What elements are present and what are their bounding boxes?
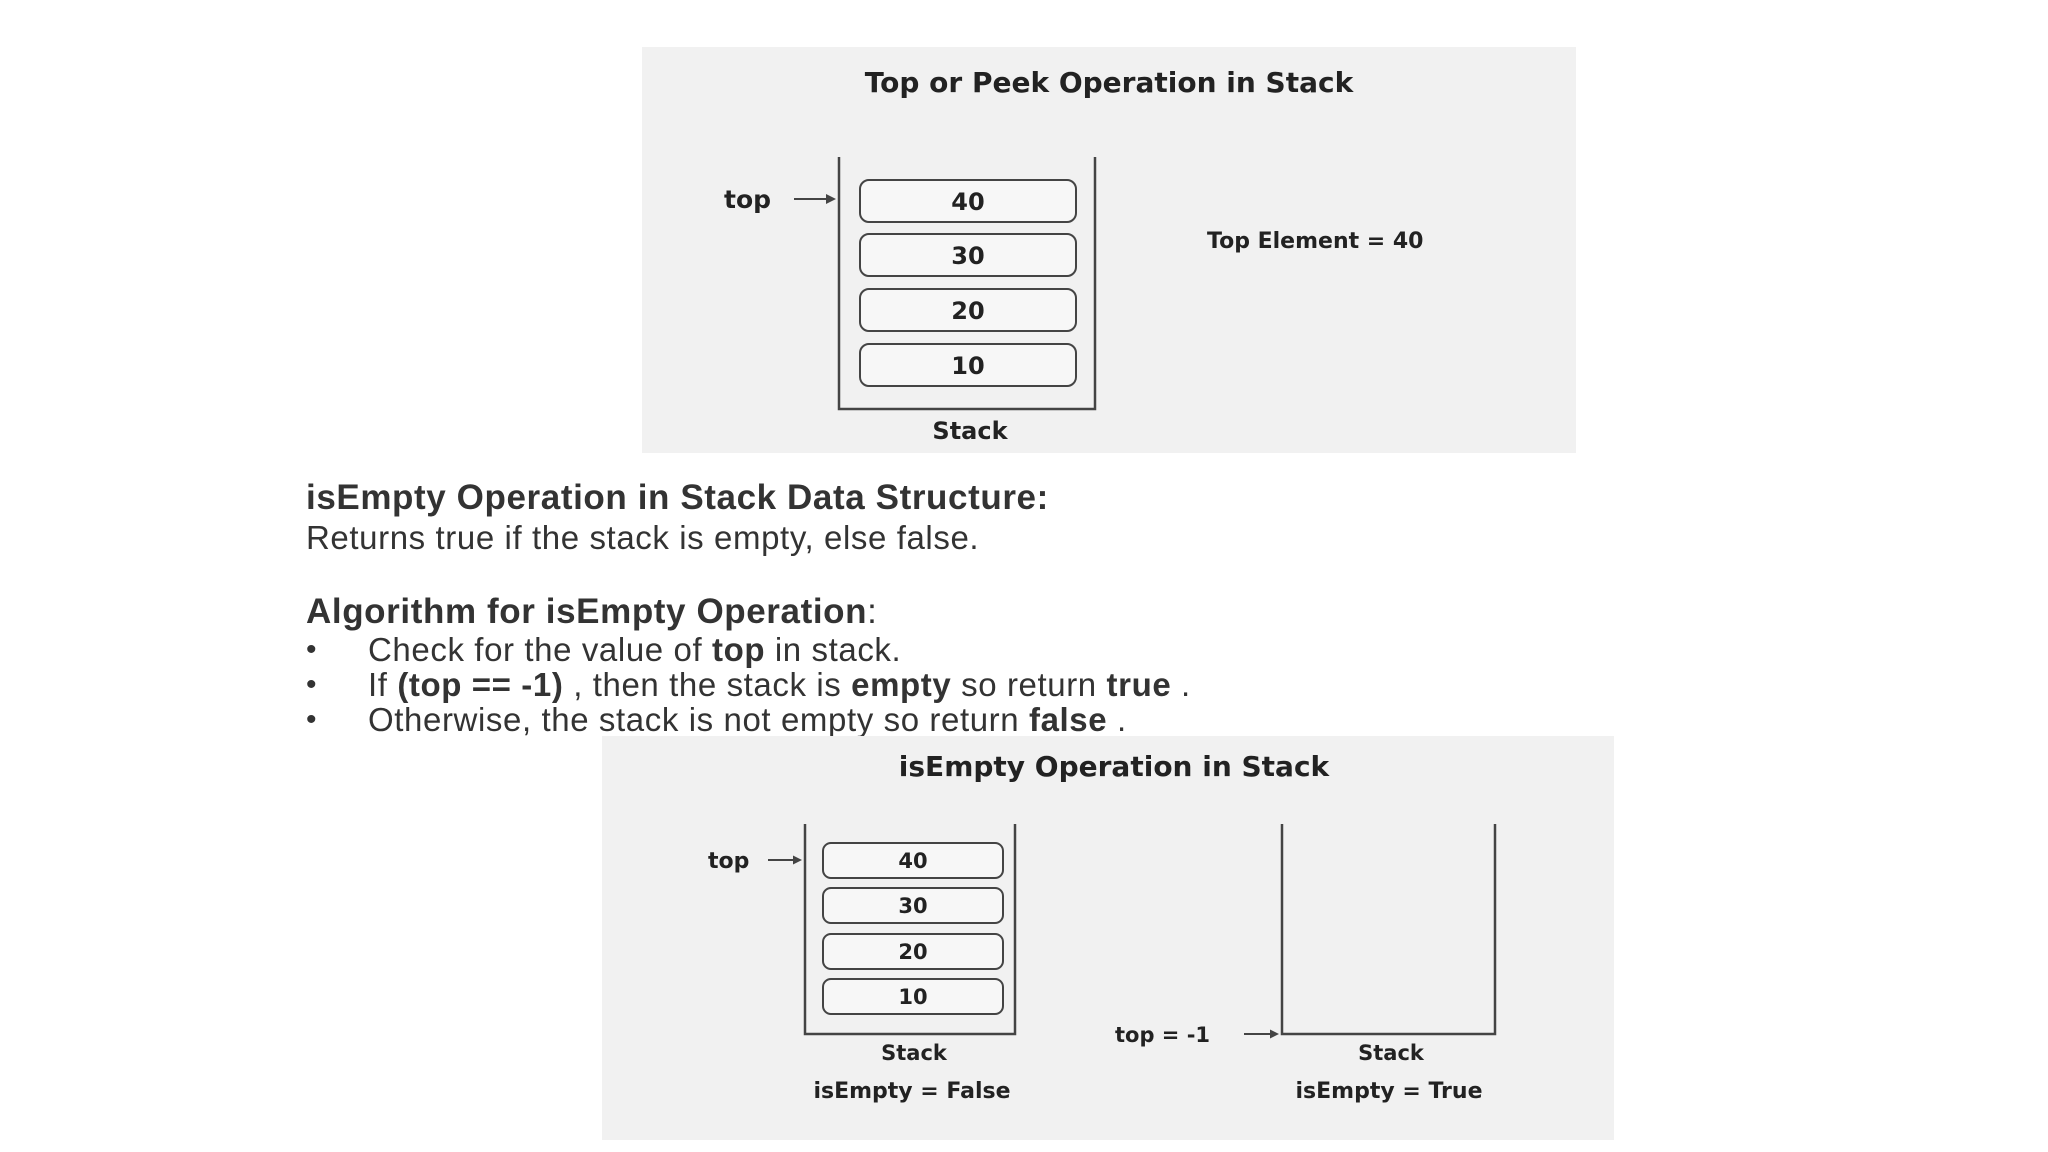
top-element-result: Top Element = 40	[1207, 229, 1424, 254]
list-item: • If (top == -1) , then the stack is emp…	[306, 667, 1756, 702]
step-text: .	[1107, 701, 1127, 738]
isempty-false-result: isEmpty = False	[813, 1079, 1010, 1104]
algorithm-heading-bold: Algorithm for isEmpty Operation	[306, 592, 868, 631]
peek-operation-figure: Top or Peek Operation in Stack top 40 30	[642, 47, 1576, 453]
empty-stack-container	[1280, 824, 1497, 1036]
step-text: so return	[951, 666, 1107, 703]
step-bold: false	[1029, 701, 1108, 738]
arrow-right-icon	[1244, 1029, 1279, 1039]
stack-label: Stack	[932, 417, 1008, 445]
stack-container	[803, 824, 1017, 1036]
step-bold: empty	[851, 666, 952, 703]
arrow-right-icon	[768, 855, 802, 865]
stack-cell-value: 40	[951, 188, 984, 216]
stack-cell: 20	[859, 288, 1077, 332]
top-pointer-label: top	[724, 185, 771, 214]
step-text: Check for the value of	[368, 631, 712, 668]
bullet: •	[306, 703, 318, 736]
stack-cell: 30	[859, 233, 1077, 277]
isempty-operation-figure: isEmpty Operation in Stack top 40 30	[602, 736, 1614, 1140]
section-description: Returns true if the stack is empty, else…	[306, 519, 980, 556]
stack-cell: 40	[859, 179, 1077, 223]
algorithm-heading: Algorithm for isEmpty Operation:	[306, 592, 1756, 632]
bullet: •	[306, 633, 318, 666]
list-item: • Check for the value of top in stack.	[306, 632, 1756, 667]
arrow-right-icon	[794, 194, 836, 204]
step-bold: top	[711, 631, 766, 668]
peek-figure-title: Top or Peek Operation in Stack	[865, 66, 1355, 99]
stack-cell-value: 30	[951, 242, 984, 270]
step-bold: (top == -1)	[397, 666, 564, 703]
stack-cell-value: 40	[898, 849, 927, 873]
stack-cell-value: 10	[951, 352, 984, 380]
bullet: •	[306, 668, 318, 701]
step-text: If	[368, 666, 398, 703]
stack-container	[837, 157, 1097, 411]
stack-cells: 40 30 20 10	[859, 179, 1077, 387]
step-text: Otherwise, the stack is not empty so ret…	[368, 701, 1029, 738]
stack-cells: 40 30 20 10	[822, 842, 1004, 1015]
stack-cell: 20	[822, 933, 1004, 970]
stack-cell: 30	[822, 887, 1004, 924]
stack-cell: 10	[822, 978, 1004, 1015]
algorithm-steps: • Check for the value of top in stack. •…	[306, 632, 1756, 737]
stack-label: Stack	[881, 1041, 948, 1065]
stack-cell: 40	[822, 842, 1004, 879]
stack-cell-value: 20	[951, 297, 984, 325]
step-bold: true	[1106, 666, 1172, 703]
stack-cell-value: 30	[898, 894, 927, 918]
top-minus-one-label: top = -1	[1115, 1023, 1210, 1047]
step-text: , then the stack is	[563, 666, 852, 703]
stack-cell: 10	[859, 343, 1077, 387]
step-text: .	[1171, 666, 1191, 703]
step-text: in stack.	[765, 631, 902, 668]
algorithm-block: Algorithm for isEmpty Operation: • Check…	[306, 592, 1756, 737]
top-pointer-label: top	[708, 849, 749, 874]
isempty-section: isEmpty Operation in Stack Data Structur…	[306, 478, 1706, 558]
algorithm-heading-suffix: :	[867, 592, 878, 631]
isempty-true-result: isEmpty = True	[1296, 1079, 1483, 1104]
isempty-figure-title: isEmpty Operation in Stack	[899, 750, 1331, 783]
list-item: • Otherwise, the stack is not empty so r…	[306, 702, 1756, 737]
section-heading: isEmpty Operation in Stack Data Structur…	[306, 478, 1049, 517]
stack-cell-value: 10	[898, 985, 927, 1009]
stack-cell-value: 20	[898, 940, 927, 964]
stack-label: Stack	[1358, 1041, 1425, 1065]
